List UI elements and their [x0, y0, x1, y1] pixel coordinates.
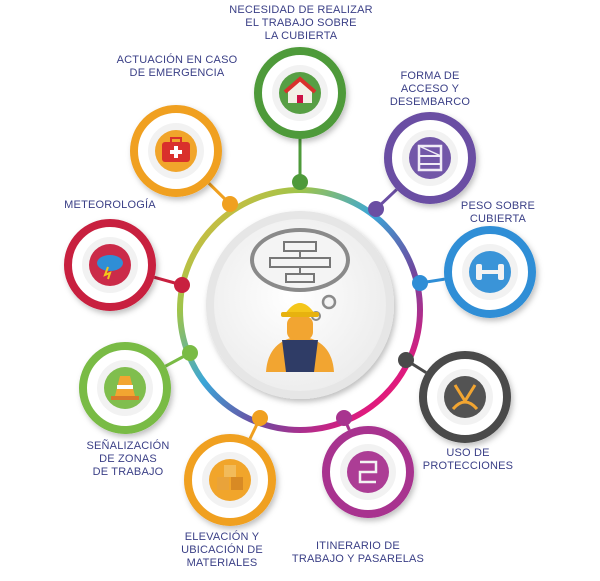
ring-dot-protecciones	[398, 352, 414, 368]
label-necesidad: NECESIDAD DE REALIZAR EL TRABAJO SOBRE L…	[229, 4, 373, 42]
ring-dot-acceso	[368, 201, 384, 217]
house-icon	[283, 76, 317, 103]
dumbbell-icon	[476, 264, 504, 280]
node-peso[interactable]	[444, 226, 536, 318]
node-protecciones[interactable]	[419, 351, 511, 443]
label-itinerario: ITINERARIO DE TRABAJO Y PASARELAS	[291, 540, 425, 565]
rain-cloud-icon	[97, 255, 123, 280]
ring-dot-itinerario	[336, 410, 352, 426]
scaffold-icon	[417, 144, 443, 172]
node-necesidad[interactable]	[254, 47, 346, 139]
route-icon	[358, 460, 378, 484]
label-senalizacion: SEÑALIZACIÓN DE ZONAS DE TRABAJO	[86, 440, 170, 478]
ring-dot-senalizacion	[182, 345, 198, 361]
first-aid-kit-icon	[162, 137, 190, 162]
harness-icon	[451, 384, 479, 411]
ring-dot-meteorologia	[174, 277, 190, 293]
ring-dot-necesidad	[292, 174, 308, 190]
worker-with-hard-hat-icon	[266, 303, 334, 372]
boxes-icon	[217, 465, 243, 490]
label-elevacion: ELEVACIÓN Y UBICACIÓN DE MATERIALES	[181, 531, 263, 569]
ring-dot-elevacion	[252, 410, 268, 426]
label-peso: PESO SOBRE CUBIERTA	[460, 200, 536, 225]
ring-dot-emergencia	[222, 196, 238, 212]
node-meteorologia[interactable]	[64, 219, 156, 311]
label-protecciones: USO DE PROTECCIONES	[422, 447, 514, 472]
flowchart-icon	[250, 228, 350, 321]
node-itinerario[interactable]	[322, 426, 414, 518]
node-elevacion[interactable]	[184, 434, 276, 526]
label-meteorologia: METEOROLOGÍA	[64, 199, 156, 211]
node-emergencia[interactable]	[130, 105, 222, 197]
center-hub	[206, 211, 394, 399]
traffic-cone-icon	[111, 376, 139, 400]
nodes	[64, 47, 536, 526]
node-senalizacion[interactable]	[79, 342, 171, 434]
label-emergencia: ACTUACIÓN EN CASO DE EMERGENCIA	[116, 54, 238, 79]
node-acceso[interactable]	[384, 112, 476, 204]
label-acceso: FORMA DE ACCESO Y DESEMBARCO	[389, 70, 471, 108]
ring-dot-peso	[412, 275, 428, 291]
